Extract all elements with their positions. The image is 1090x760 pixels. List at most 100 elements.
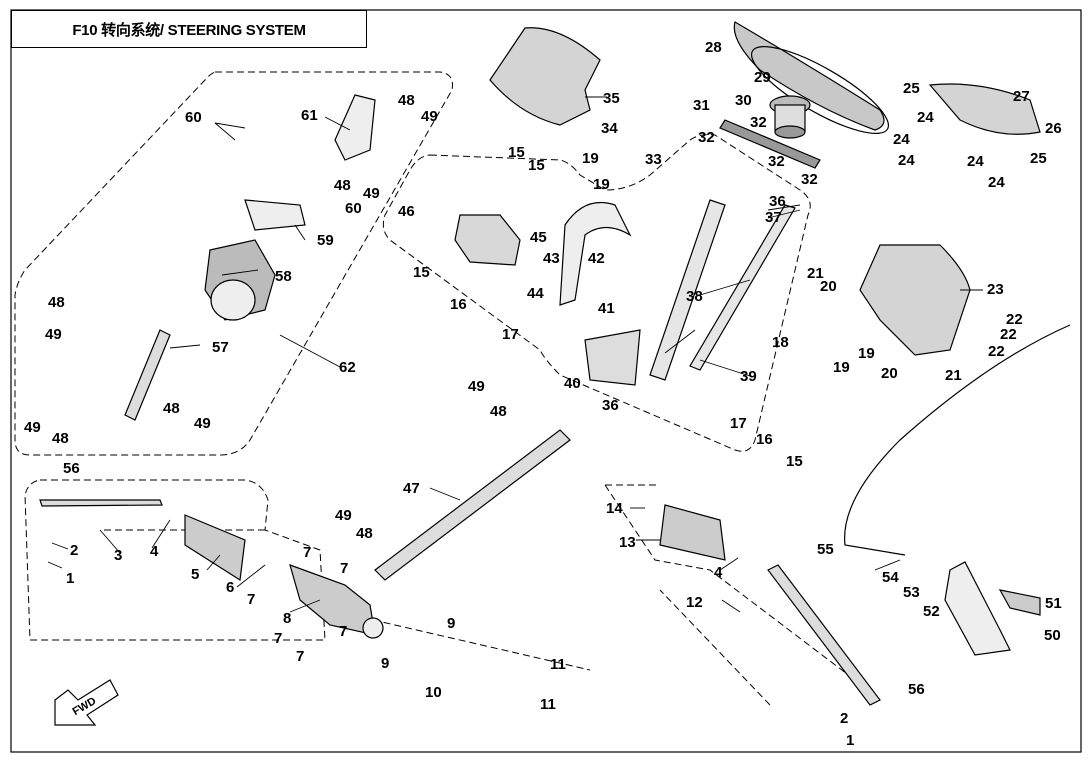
part-label-48: 48 [52, 430, 69, 447]
part-label-32: 32 [801, 171, 818, 188]
lower-shroud [859, 244, 971, 356]
tilt-housing [454, 214, 521, 266]
part-label-17: 17 [502, 326, 519, 343]
part-label-61: 61 [301, 107, 318, 124]
part-label-24: 24 [917, 109, 934, 126]
part-label-7: 7 [340, 560, 348, 577]
part-label-7: 7 [274, 630, 282, 647]
hub-cover [719, 119, 821, 169]
part-label-2: 2 [840, 710, 848, 727]
part-label-54: 54 [882, 569, 899, 586]
part-label-27: 27 [1013, 88, 1030, 105]
part-label-4: 4 [150, 543, 159, 560]
fwd-arrow [54, 679, 119, 726]
part-label-9: 9 [447, 615, 455, 632]
part-label-49: 49 [24, 419, 41, 436]
column-bracket [334, 94, 376, 161]
part-label-60: 60 [345, 200, 362, 217]
part-label-29: 29 [754, 69, 771, 86]
part-label-49: 49 [335, 507, 352, 524]
part-label-9: 9 [381, 655, 389, 672]
eps-unit [204, 239, 276, 321]
power-steering-group-outline [14, 71, 453, 456]
tilt-bracket [559, 201, 632, 306]
part-label-57: 57 [212, 339, 229, 356]
part-label-43: 43 [543, 250, 560, 267]
part-label-7: 7 [303, 544, 311, 561]
part-label-24: 24 [893, 131, 910, 148]
part-label-40: 40 [564, 375, 581, 392]
part-label-11: 11 [550, 656, 566, 673]
dash-cover [928, 83, 1041, 135]
part-label-48: 48 [356, 525, 373, 542]
part-label-49: 49 [194, 415, 211, 432]
right-tie-rod [767, 564, 881, 706]
part-label-51: 51 [1045, 595, 1062, 612]
part-label-50: 50 [1044, 627, 1061, 644]
part-label-48: 48 [48, 294, 65, 311]
right-tie-rod-outline [604, 484, 856, 706]
part-label-8: 8 [283, 610, 291, 627]
part-label-22: 22 [988, 343, 1005, 360]
part-label-25: 25 [903, 80, 920, 97]
part-label-49: 49 [421, 108, 438, 125]
part-label-48: 48 [490, 403, 507, 420]
part-label-19: 19 [833, 359, 850, 376]
part-label-18: 18 [772, 334, 789, 351]
part-label-38: 38 [686, 288, 703, 305]
right-boot [659, 504, 726, 561]
part-label-19: 19 [582, 150, 599, 167]
steering-column [584, 199, 796, 386]
eps-bracket [244, 199, 306, 231]
part-label-11: 11 [540, 696, 556, 713]
part-label-48: 48 [334, 177, 351, 194]
part-label-12: 12 [686, 594, 703, 611]
parts [39, 21, 1071, 726]
part-label-25: 25 [1030, 150, 1047, 167]
part-label-15: 15 [528, 157, 545, 174]
part-label-15: 15 [413, 264, 430, 281]
part-label-59: 59 [317, 232, 334, 249]
steering-hub [769, 95, 811, 139]
part-label-34: 34 [601, 120, 618, 137]
part-label-30: 30 [735, 92, 752, 109]
part-label-5: 5 [191, 566, 199, 583]
part-label-35: 35 [603, 90, 620, 107]
part-label-48: 48 [398, 92, 415, 109]
part-label-19: 19 [593, 176, 610, 193]
part-label-52: 52 [923, 603, 940, 620]
part-label-7: 7 [296, 648, 304, 665]
part-label-21: 21 [807, 265, 824, 282]
part-label-49: 49 [468, 378, 485, 395]
part-label-3: 3 [114, 547, 122, 564]
diagram-title: F10 转向系统/ STEERING SYSTEM [11, 10, 367, 48]
lower-u-joint-shaft [124, 329, 171, 421]
part-label-20: 20 [881, 365, 898, 382]
part-label-36: 36 [769, 193, 786, 210]
part-label-55: 55 [817, 541, 834, 558]
part-label-17: 17 [730, 415, 747, 432]
part-label-49: 49 [363, 185, 380, 202]
part-label-36: 36 [602, 397, 619, 414]
part-label-7: 7 [339, 623, 347, 640]
steering-wheel [733, 21, 890, 135]
part-label-22: 22 [1000, 326, 1017, 343]
pedal-pad [998, 589, 1041, 616]
part-label-15: 15 [786, 453, 803, 470]
left-boot [184, 514, 246, 582]
part-label-28: 28 [705, 39, 722, 56]
group-outlines [14, 71, 856, 706]
page-frame [10, 9, 1082, 753]
part-label-20: 20 [820, 278, 837, 295]
part-label-26: 26 [1045, 120, 1062, 137]
intermediate-shaft [374, 429, 571, 581]
part-label-16: 16 [450, 296, 467, 313]
part-label-31: 31 [693, 97, 710, 114]
part-label-37: 37 [765, 209, 782, 226]
part-label-39: 39 [740, 368, 757, 385]
part-label-32: 32 [768, 153, 785, 170]
part-label-19: 19 [858, 345, 875, 362]
part-label-46: 46 [398, 203, 415, 220]
